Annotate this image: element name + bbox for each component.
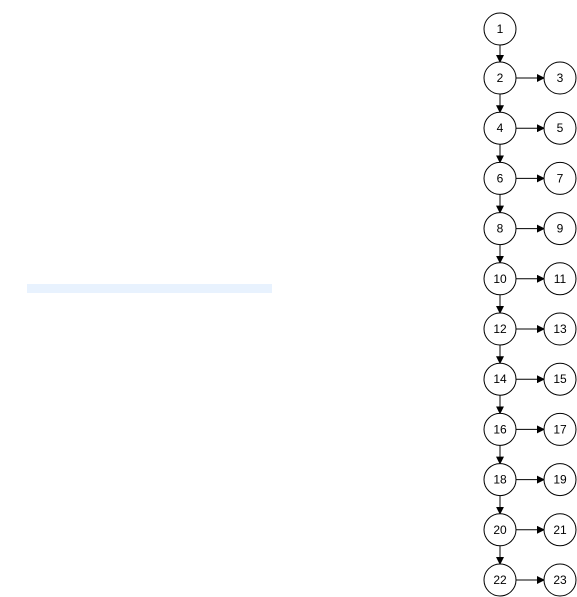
node-label: 13: [553, 322, 567, 336]
node-label: 9: [557, 222, 564, 236]
code-line: [0, 283, 300, 294]
node-circle: [543, 61, 577, 95]
graph-node-branch: 5: [543, 111, 577, 145]
node-label: 19: [553, 473, 567, 487]
node-circle: [543, 412, 577, 446]
node-circle: [543, 362, 577, 396]
graph-node-branch: 15: [543, 362, 577, 396]
graph-node-branch: 7: [543, 161, 577, 195]
graph-node-branch: 3: [543, 61, 577, 95]
graph-node: 4: [483, 111, 517, 145]
graph-node: 18: [483, 463, 517, 497]
node-label: 2: [497, 71, 504, 85]
graph-node: 16: [483, 412, 517, 446]
node-circle: [483, 312, 517, 346]
graph-node-branch: 11: [543, 262, 577, 296]
node-label: 22: [493, 573, 507, 587]
node-label: 15: [553, 372, 567, 386]
node-label: 12: [493, 322, 507, 336]
node-circle: [543, 111, 577, 145]
node-circle: [483, 463, 517, 497]
node-label: 14: [493, 372, 507, 386]
graph-node-branch: 17: [543, 412, 577, 446]
graph-node: 8: [483, 212, 517, 246]
node-label: 21: [553, 523, 567, 537]
graph-node-branch: 13: [543, 312, 577, 346]
node-label: 16: [493, 422, 507, 436]
node-circle: [543, 563, 577, 597]
node-label: 11: [554, 272, 567, 286]
graph-node-branch: 21: [543, 513, 577, 547]
node-circle: [543, 212, 577, 246]
node-label: 10: [493, 272, 507, 286]
graph-node: 20: [483, 513, 517, 547]
node-circle: [483, 212, 517, 246]
node-label: 8: [497, 222, 504, 236]
node-circle: [543, 161, 577, 195]
current-line-highlight: [27, 283, 272, 294]
node-label: 4: [497, 121, 504, 135]
node-label: 3: [557, 71, 564, 85]
graph-node-branch: 19: [543, 463, 577, 497]
graph-node: 10: [483, 262, 517, 296]
node-circle: [483, 161, 517, 195]
node-circle: [483, 563, 517, 597]
graph-node: 14: [483, 362, 517, 396]
graph-node: 6: [483, 161, 517, 195]
graph-node-branch: 23: [543, 563, 577, 597]
node-circle: [543, 262, 577, 296]
node-label: 1: [497, 22, 504, 36]
node-label: 18: [493, 473, 507, 487]
node-circle: [483, 111, 517, 145]
node-circle: [543, 312, 577, 346]
node-label: 20: [493, 523, 507, 537]
node-circle: [483, 61, 517, 95]
node-circle: [543, 463, 577, 497]
graph-node: 22: [483, 563, 517, 597]
node-circle: [543, 513, 577, 547]
node-label: 7: [557, 171, 564, 185]
node-label: 5: [557, 121, 564, 135]
graph-node-start: 1: [483, 12, 517, 46]
code-listing: [0, 4, 300, 341]
graph-node: 2: [483, 61, 517, 95]
graph-node: 12: [483, 312, 517, 346]
graph-node-branch: 9: [543, 212, 577, 246]
node-circle: [483, 513, 517, 547]
node-label: 23: [553, 573, 567, 587]
node-label: 6: [497, 171, 504, 185]
node-label: 17: [553, 422, 567, 436]
node-circle: [483, 12, 517, 46]
node-circle: [483, 362, 517, 396]
node-circle: [483, 262, 517, 296]
node-circle: [483, 412, 517, 446]
